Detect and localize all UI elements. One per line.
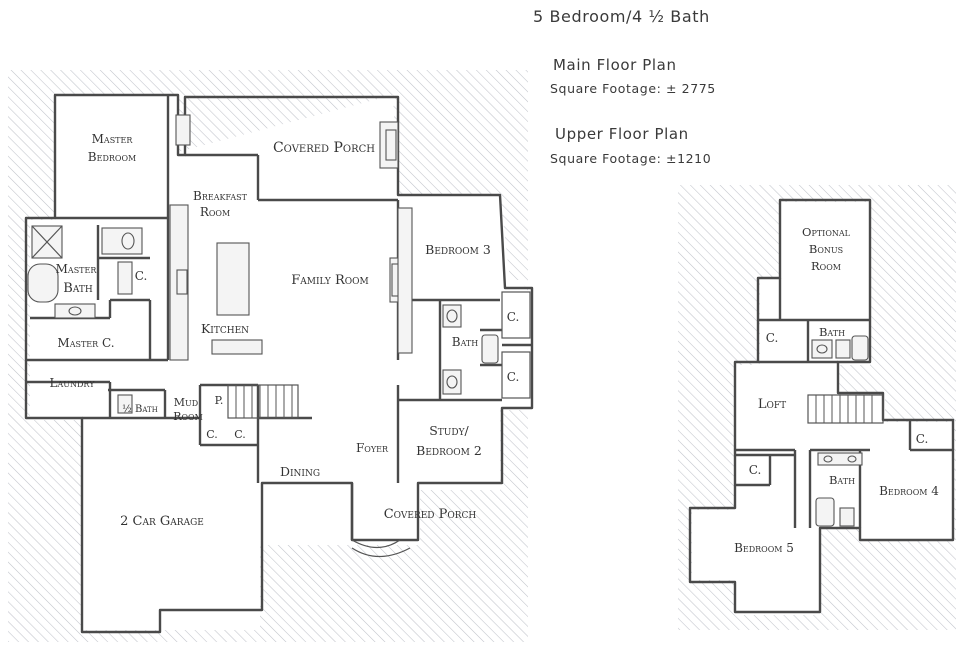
study-label-2: Bedroom 2 <box>416 443 482 458</box>
master-bath-label-1: Master <box>56 262 98 276</box>
bonus-room-label-3: Room <box>811 259 841 273</box>
foyer-closet-label: C. <box>234 428 246 441</box>
upper-closet-a-label: C. <box>766 331 779 345</box>
main-stair <box>227 384 299 419</box>
front-porch-steps <box>351 539 401 549</box>
master-bedroom-label-1: Master <box>92 132 134 146</box>
master-bath-fixtures <box>27 225 143 319</box>
half-bath-label: ½ Bath <box>122 404 158 415</box>
rear-porch-column <box>175 114 191 146</box>
study-label-1: Study/ <box>429 423 469 438</box>
upper-floor-labels: Optional Bonus Room C. Bath Loft C. C. B… <box>734 225 939 555</box>
bedroom-3-label: Bedroom 3 <box>425 242 491 257</box>
bath-closet-lower <box>501 351 531 399</box>
master-closet-label: Master C. <box>57 336 114 350</box>
mud-room-label-1: Mud <box>174 396 198 409</box>
bonus-room-label-1: Optional <box>802 225 851 239</box>
bedroom-5-label: Bedroom 5 <box>734 541 794 555</box>
family-builtin <box>397 207 413 354</box>
laundry-label: Laundry <box>50 376 96 390</box>
upper-stair <box>807 394 884 424</box>
foyer-label: Foyer <box>356 441 389 455</box>
kitchen-label: Kitchen <box>201 321 249 336</box>
master-bath-label-2: Bath <box>63 281 93 296</box>
loft-label: Loft <box>758 397 786 412</box>
fireplace-rear <box>379 121 399 169</box>
master-bedroom-label-2: Bedroom <box>88 150 136 164</box>
upper-floor-hatch <box>678 185 956 630</box>
main-floor-sqft: Square Footage: ± 2775 <box>550 81 716 96</box>
upper-floor-plan: Optional Bonus Room C. Bath Loft C. C. B… <box>678 185 956 630</box>
dining-label: Dining <box>280 464 320 479</box>
garage-label: 2 Car Garage <box>120 514 204 529</box>
bath-closet-upper-label: C. <box>507 310 520 324</box>
hall-bath-label: Bath <box>452 335 478 349</box>
mud-room-label-2: Room <box>173 410 203 423</box>
upper-bath-fixtures <box>811 335 869 527</box>
kitchen-fixtures <box>169 204 263 361</box>
upper-closet-c-label: C. <box>916 432 929 446</box>
main-floor-plan: Master Bedroom Covered Porch Breakfast R… <box>8 70 535 642</box>
bonus-room-label-2: Bonus <box>809 242 843 256</box>
upper-floor-title: Upper Floor Plan <box>555 125 689 143</box>
bed-bath-heading: 5 Bedroom/4 ½ Bath <box>533 7 710 26</box>
breakfast-room-label-2: Room <box>200 205 230 219</box>
pantry-label: P. <box>215 394 224 407</box>
plan-header: 5 Bedroom/4 ½ Bath Main Floor Plan Squar… <box>533 7 716 166</box>
main-floor-title: Main Floor Plan <box>553 56 677 74</box>
upper-bath-a-label: Bath <box>819 325 845 339</box>
upper-floor-sqft: Square Footage: ±1210 <box>550 151 711 166</box>
upper-exterior-wall <box>688 198 955 614</box>
upper-bath-b-label: Bath <box>829 473 855 487</box>
main-floor-labels: Master Bedroom Covered Porch Breakfast R… <box>50 132 520 529</box>
rear-covered-porch-label: Covered Porch <box>273 140 375 156</box>
bedroom-4-label: Bedroom 4 <box>879 484 939 498</box>
bath-closet-upper <box>501 291 531 339</box>
upper-closet-b-label: C. <box>749 463 762 477</box>
main-exterior-wall <box>24 93 534 634</box>
breakfast-room-label-1: Breakfast <box>193 189 248 203</box>
family-room-label: Family Room <box>291 273 369 288</box>
mud-closet-label: C. <box>206 428 218 441</box>
front-covered-porch-label: Covered Porch <box>384 507 477 522</box>
hall-bath-fixtures <box>117 304 499 414</box>
master-bath-closet-label: C. <box>135 269 148 283</box>
bath-closet-lower-label: C. <box>507 370 520 384</box>
